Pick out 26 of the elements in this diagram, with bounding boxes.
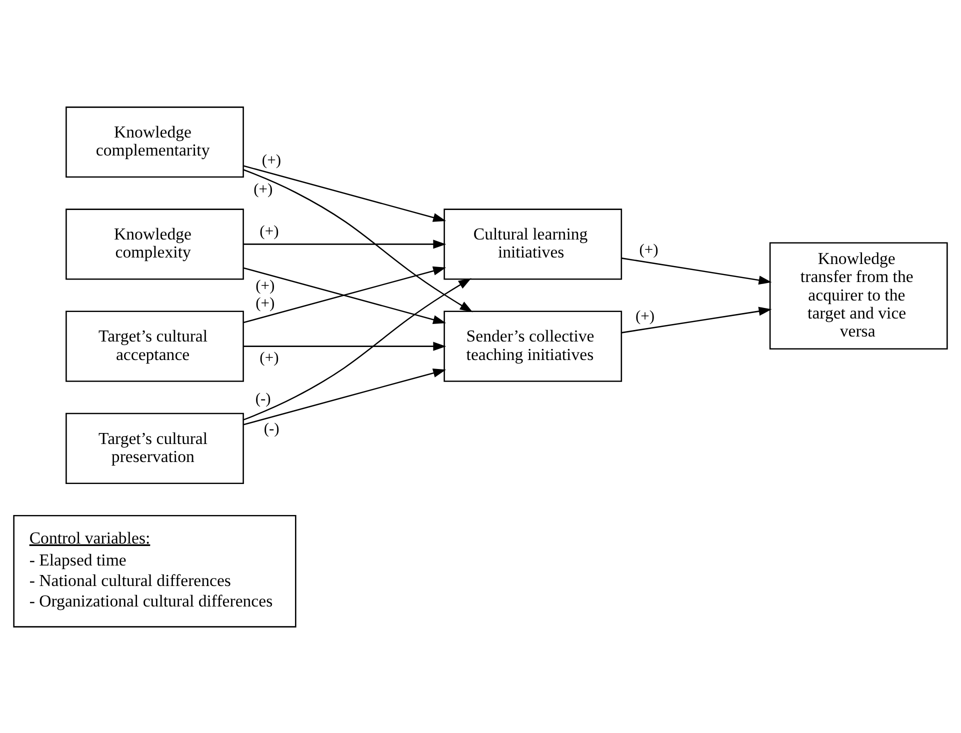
arrow xyxy=(244,239,446,248)
node-box: Knowledge complexity xyxy=(66,208,244,280)
edge-label: (-) xyxy=(264,420,280,437)
node-box: Knowledge complementarity xyxy=(66,106,244,178)
edge-label: (-) xyxy=(255,390,271,407)
node-box: Cultural learning initiatives xyxy=(444,208,622,280)
edge-label: (+) xyxy=(260,222,279,240)
arrow xyxy=(243,164,446,222)
edge-label: (+) xyxy=(639,240,658,258)
edge-label: (+) xyxy=(256,276,275,294)
edge-label: (+) xyxy=(636,307,655,324)
edge-label: (+) xyxy=(260,348,279,366)
edge-label: (+) xyxy=(256,294,275,312)
arrow xyxy=(244,341,446,350)
node-box: Target’s cultural acceptance xyxy=(66,310,244,382)
node-box: Knowledge transfer from the acquirer to the target and vice versa xyxy=(769,242,948,350)
node-box: Target’s cultural preservation xyxy=(66,412,244,484)
arrow xyxy=(622,306,772,333)
arrow xyxy=(243,368,446,425)
edge-label: (+) xyxy=(254,180,273,198)
arrow xyxy=(622,257,772,284)
node-box: Control variables: - Elapsed time - National cultural differences - Organizational cultural differences xyxy=(13,514,296,627)
arrow xyxy=(243,168,473,312)
arrow xyxy=(243,278,472,420)
edge-label: (+) xyxy=(262,152,282,169)
node-box: Sender’s collective teaching initiatives xyxy=(444,310,622,382)
